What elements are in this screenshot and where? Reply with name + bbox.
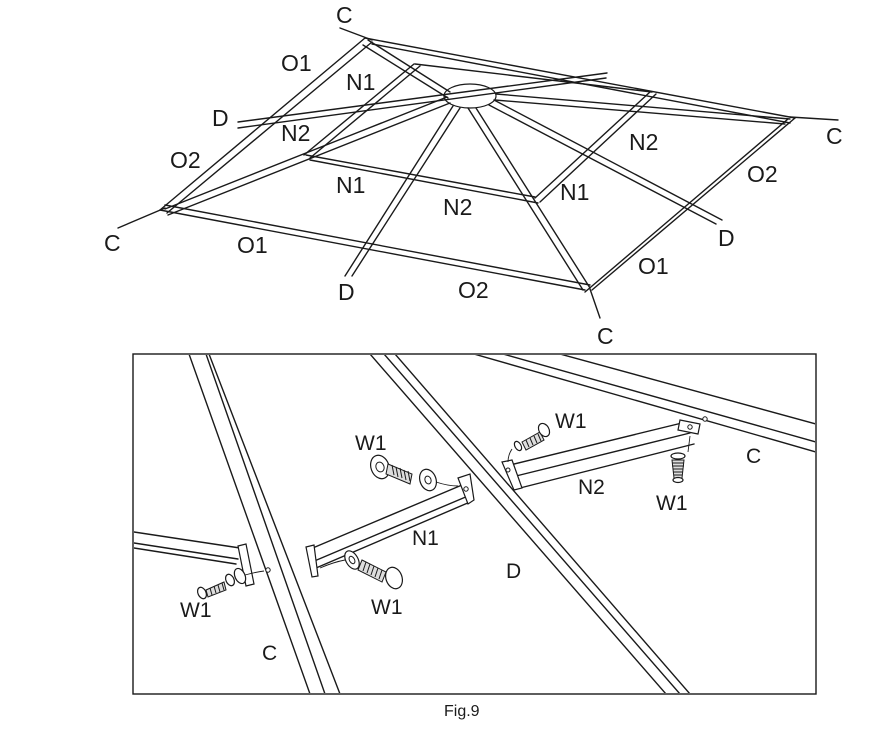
detail-label-d: D bbox=[506, 560, 521, 583]
label-o2-bottom: O2 bbox=[458, 277, 489, 303]
detail-tube-stub-left bbox=[134, 531, 241, 565]
inner-frame-bars bbox=[303, 63, 657, 204]
detail-label-c-right: C bbox=[746, 445, 761, 468]
detail-box bbox=[132, 353, 817, 695]
label-o1-topleft: O1 bbox=[281, 50, 312, 76]
detail-label-w1-a: W1 bbox=[355, 432, 387, 455]
detail-label-c-left: C bbox=[262, 642, 277, 665]
top-view-frame: C C C C D D D O1 O2 O1 O2 O2 O1 N1 N2 N1… bbox=[104, 2, 843, 349]
detail-label-w1-e: W1 bbox=[180, 599, 212, 622]
screw-w1-n1-bottom bbox=[319, 550, 404, 590]
label-d-left: D bbox=[212, 105, 229, 131]
detail-tube-c-left bbox=[188, 355, 341, 693]
detail-tube-d bbox=[369, 355, 691, 693]
screw-w1-n1-top bbox=[369, 454, 459, 492]
detail-label-w1-c: W1 bbox=[656, 492, 688, 515]
detail-bar-n1 bbox=[305, 473, 475, 578]
label-n1-top: N1 bbox=[346, 69, 375, 95]
detail-bar-n2 bbox=[501, 416, 708, 491]
label-n2-bottom: N2 bbox=[443, 194, 472, 220]
label-o1-bottomleft: O1 bbox=[237, 232, 268, 258]
label-o2-left: O2 bbox=[170, 147, 201, 173]
detail-view: W1 W1 W1 W1 W1 C C D N1 N2 bbox=[132, 353, 817, 695]
detail-hole-left bbox=[265, 567, 271, 573]
label-c-bottom: C bbox=[597, 323, 614, 349]
label-o1-bottomright: O1 bbox=[638, 253, 669, 279]
detail-label-n1: N1 bbox=[412, 527, 439, 550]
detail-label-w1-d: W1 bbox=[371, 596, 403, 619]
label-o2-right: O2 bbox=[747, 161, 778, 187]
label-c-right: C bbox=[826, 123, 843, 149]
label-c-left: C bbox=[104, 230, 121, 256]
label-n1-left: N1 bbox=[336, 172, 365, 198]
detail-tube-c-right bbox=[474, 355, 815, 453]
screw-w1-left bbox=[196, 567, 265, 600]
screw-w1-n2-vertical bbox=[670, 435, 691, 484]
label-n2-left: N2 bbox=[281, 120, 310, 146]
label-n1-right: N1 bbox=[560, 179, 589, 205]
label-d-bottom: D bbox=[338, 279, 355, 305]
figure-caption: Fig.9 bbox=[444, 703, 480, 720]
label-d-right: D bbox=[718, 225, 735, 251]
label-n2-right: N2 bbox=[629, 129, 658, 155]
detail-label-w1-b: W1 bbox=[555, 410, 587, 433]
screw-w1-n2-top bbox=[507, 422, 551, 463]
label-c-top: C bbox=[336, 2, 353, 28]
detail-label-n2: N2 bbox=[578, 476, 605, 499]
